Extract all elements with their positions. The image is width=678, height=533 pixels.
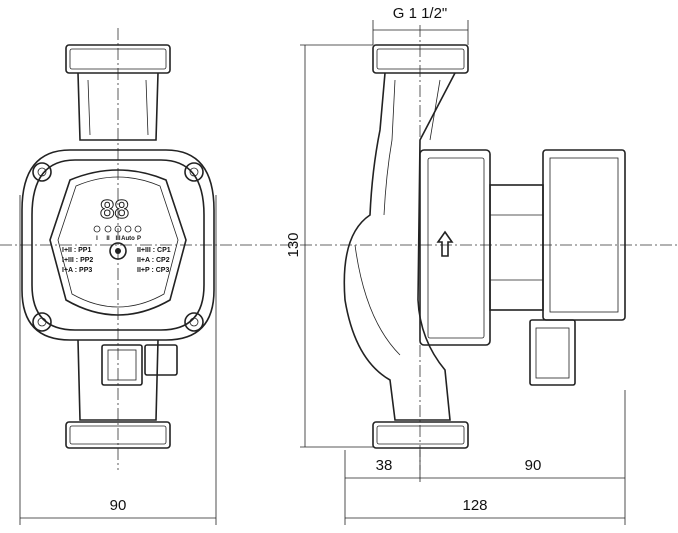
mode-label-left-1: I+III : PP2 xyxy=(62,257,93,264)
mode-label-left-0: I+II : PP1 xyxy=(62,247,91,254)
height-label: 130 xyxy=(285,232,302,257)
mode-label-right-2: II+P : CP3 xyxy=(137,267,169,274)
led-label-auto: Auto xyxy=(121,236,135,242)
mode-label-right-1: II+A : CP2 xyxy=(137,257,170,264)
total-length-label: 128 xyxy=(462,497,487,514)
center-lines xyxy=(0,25,678,470)
led-label-iii: III xyxy=(115,236,120,242)
mode-label-left-2: I+A : PP3 xyxy=(62,267,92,274)
mode-button[interactable] xyxy=(109,242,127,260)
mode-label-right-0: II+III : CP1 xyxy=(137,247,171,254)
led-indicators xyxy=(93,225,142,233)
led-label-p: P xyxy=(137,236,141,242)
side-view xyxy=(343,44,626,449)
dimension-lines xyxy=(19,20,626,525)
motor-length-label: 90 xyxy=(525,457,542,474)
led-label-ii: II xyxy=(106,236,110,242)
display-digits: 88 xyxy=(100,194,129,224)
flow-arrow-icon xyxy=(436,230,454,257)
led-label-i: I xyxy=(96,236,98,242)
front-view: 88 I II III Auto P I+II : PP1 I+III : PP… xyxy=(21,44,215,449)
inlet-axis-label: 38 xyxy=(376,457,393,474)
front-width-label: 90 xyxy=(110,497,127,514)
thread-dimension-label: G 1 1/2" xyxy=(393,5,448,22)
